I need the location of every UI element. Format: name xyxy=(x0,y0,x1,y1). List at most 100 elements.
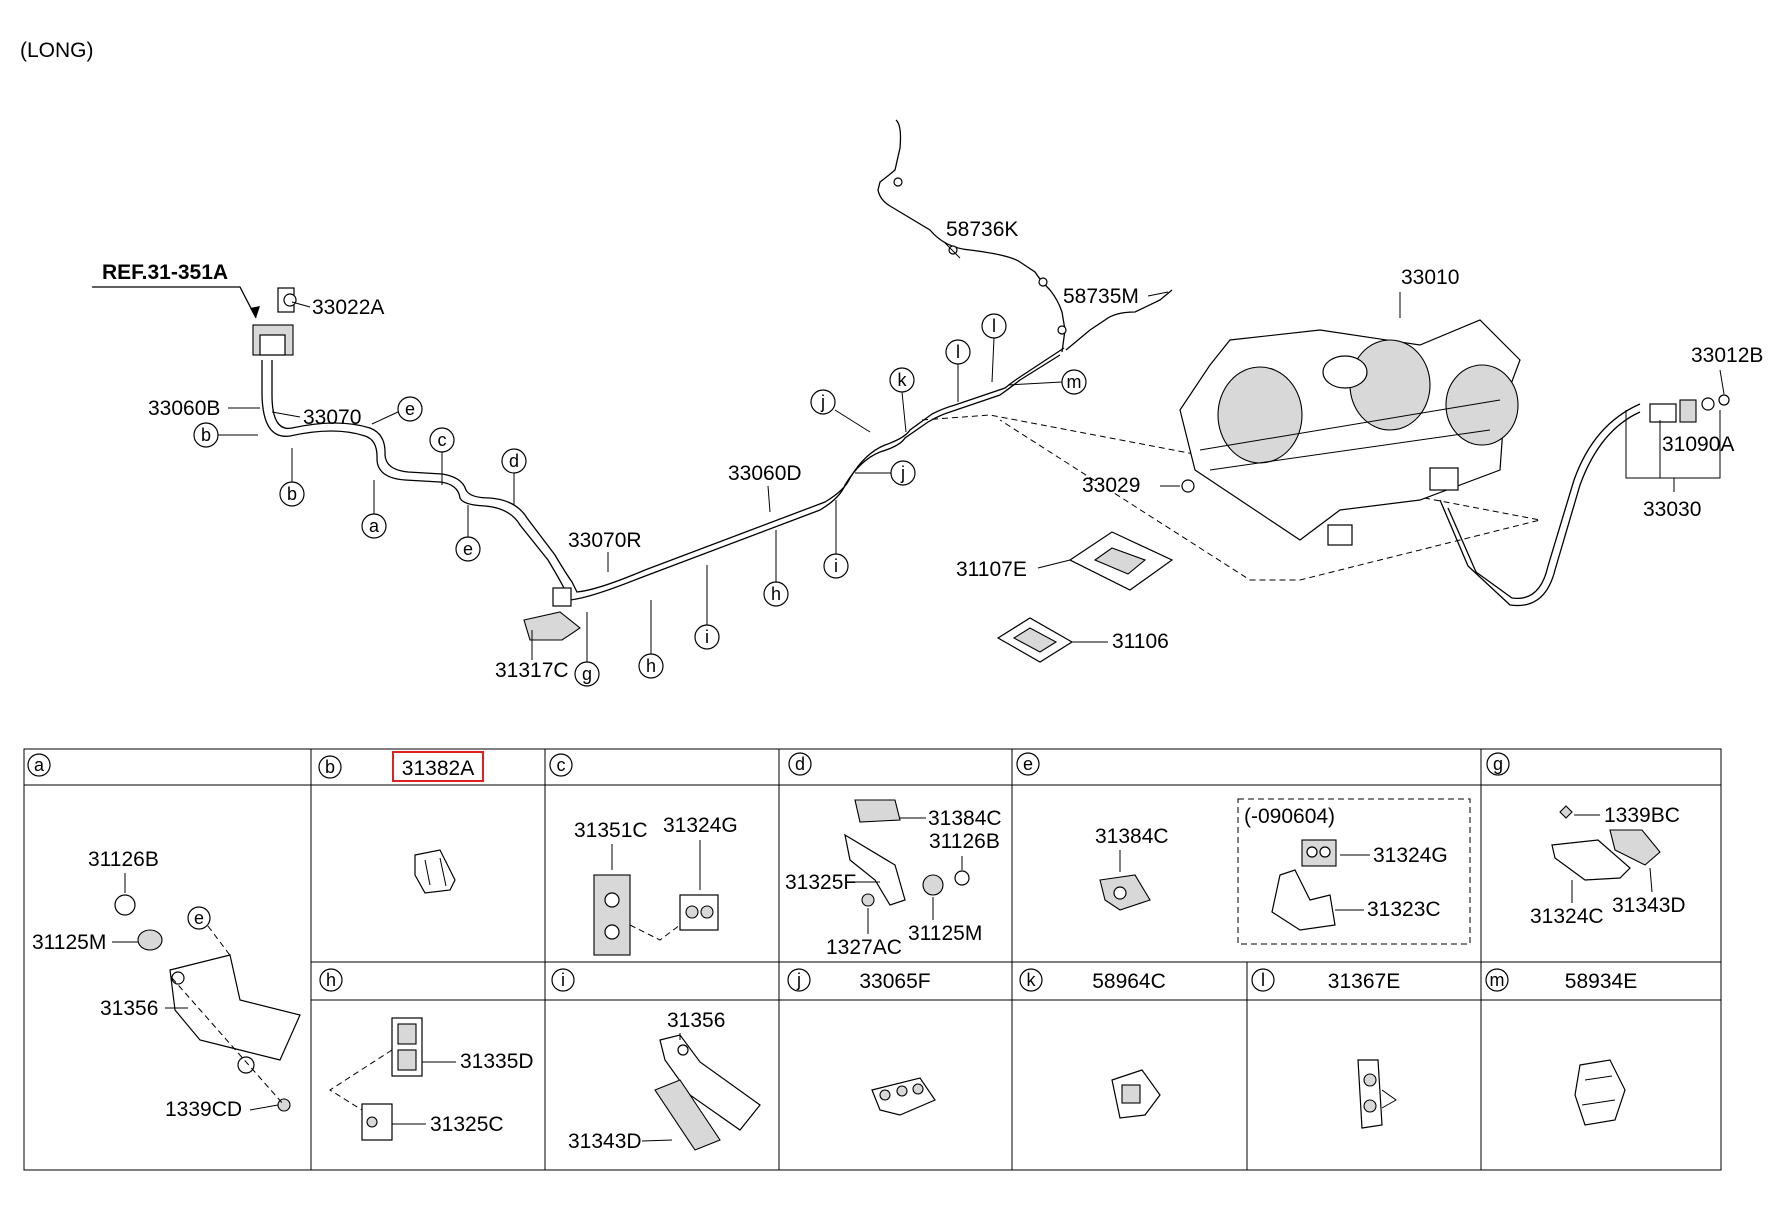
a-part-31126B: 31126B xyxy=(88,848,159,871)
cell-i xyxy=(654,1034,761,1151)
e-part-31323C: 31323C xyxy=(1367,898,1441,921)
callout-l-2: l xyxy=(992,316,996,336)
label-58736K: 58736K xyxy=(946,218,1018,241)
label-33010: 33010 xyxy=(1401,266,1459,289)
header-j: j xyxy=(796,970,801,990)
header-e: e xyxy=(1023,754,1033,774)
callout-j-2: j xyxy=(900,463,905,483)
i-part-31356: 31356 xyxy=(667,1009,725,1032)
d-part-31126B: 31126B xyxy=(929,830,1000,853)
d-part-1327AC: 1327AC xyxy=(826,936,902,959)
callout-g: g xyxy=(582,664,592,684)
title-k: 58964C xyxy=(1092,970,1166,993)
label-31106: 31106 xyxy=(1112,630,1169,653)
callout-i-2: i xyxy=(834,556,838,576)
g-part-31343D: 31343D xyxy=(1612,894,1686,917)
label-33060B: 33060B xyxy=(148,397,220,420)
fuel-line-rear xyxy=(261,347,1065,601)
cell-l-clip xyxy=(1357,1059,1397,1129)
highlight-box xyxy=(392,751,484,782)
table-headers: a b c d e g h i j k l m xyxy=(27,752,1510,992)
g-part-31324C: 31324C xyxy=(1530,905,1604,928)
header-c: c xyxy=(557,755,566,775)
header-g: g xyxy=(1493,754,1503,774)
plate-31107E xyxy=(1068,531,1174,591)
variant-label: (LONG) xyxy=(20,39,94,62)
callout-k: k xyxy=(898,370,908,390)
label-58735M: 58735M xyxy=(1063,285,1139,308)
h-part-31335D: 31335D xyxy=(460,1050,534,1073)
callout-l: l xyxy=(956,342,960,362)
e-part-31384C: 31384C xyxy=(1095,825,1169,848)
e-group-label: (-090604) xyxy=(1244,805,1335,828)
fuel-tank-assembly xyxy=(1179,319,1521,546)
header-b: b xyxy=(325,757,335,777)
a-part-31356: 31356 xyxy=(100,997,158,1020)
header-l: l xyxy=(1261,970,1265,990)
c-part-31324G: 31324G xyxy=(663,814,738,837)
ref-label: REF.31-351A xyxy=(102,261,228,284)
label-33070R: 33070R xyxy=(568,529,642,552)
callout-b-2: b xyxy=(287,484,297,504)
callout-j: j xyxy=(820,392,825,412)
label-33022A: 33022A xyxy=(312,296,384,319)
ref-leader xyxy=(92,286,257,319)
header-i: i xyxy=(561,970,565,990)
parts-table xyxy=(23,748,1722,1171)
ref-arrow xyxy=(250,306,260,318)
cell-c xyxy=(593,874,719,956)
label-31317C: 31317C xyxy=(495,659,569,682)
title-m: 58934E xyxy=(1565,970,1637,993)
cell-k-clip xyxy=(1111,1069,1161,1119)
bracket-31317C xyxy=(523,587,581,641)
cell-b-clip xyxy=(414,849,456,894)
label-33030: 33030 xyxy=(1643,498,1701,521)
callout-h: h xyxy=(646,656,656,676)
cell-j-clip xyxy=(871,1077,936,1116)
label-33012B: 33012B xyxy=(1691,344,1763,367)
outlet-hose xyxy=(1439,411,1641,607)
callouts: b b e e a c d g h h i i j j k xyxy=(193,313,1087,687)
a-ref-e: e xyxy=(194,908,204,928)
pump-assembly xyxy=(252,287,297,395)
cell-d xyxy=(844,799,970,907)
callout-c: c xyxy=(438,430,447,450)
callout-d: d xyxy=(509,451,519,471)
cell-a xyxy=(114,894,301,1112)
label-33070: 33070 xyxy=(303,406,361,429)
callout-h-2: h xyxy=(771,584,781,604)
grommet-33029 xyxy=(1181,479,1195,493)
title-j: 33065F xyxy=(859,970,930,993)
plate-31106 xyxy=(996,617,1074,663)
label-33029: 33029 xyxy=(1082,474,1140,497)
cell-h xyxy=(329,1017,423,1141)
callout-e-2: e xyxy=(463,539,473,559)
h-part-31325C: 31325C xyxy=(430,1113,504,1136)
filler-parts xyxy=(1649,394,1730,423)
callout-b: b xyxy=(201,425,211,445)
cell-m-clip xyxy=(1574,1059,1626,1126)
header-d: d xyxy=(795,754,805,774)
i-part-31343D: 31343D xyxy=(568,1130,642,1153)
callout-e: e xyxy=(405,399,415,419)
a-part-1339CD: 1339CD xyxy=(165,1098,242,1121)
g-part-1339BC: 1339BC xyxy=(1604,804,1680,827)
d-part-31125M: 31125M xyxy=(908,922,982,945)
label-33060D: 33060D xyxy=(728,462,802,485)
a-part-31125M: 31125M xyxy=(32,931,106,954)
connection-path xyxy=(921,414,1541,581)
cell-g xyxy=(1551,805,1661,881)
header-k: k xyxy=(1027,970,1037,990)
vent-line xyxy=(877,119,1173,353)
callout-a: a xyxy=(369,516,380,536)
callout-m: m xyxy=(1067,372,1082,392)
d-part-31384C: 31384C xyxy=(928,807,1002,830)
title-b: 31382A xyxy=(402,757,474,780)
header-m: m xyxy=(1490,970,1505,990)
label-31090A: 31090A xyxy=(1662,433,1734,456)
e-part-31324G: 31324G xyxy=(1373,844,1448,867)
header-a: a xyxy=(34,755,45,775)
d-part-31325F: 31325F xyxy=(785,871,856,894)
callout-i: i xyxy=(705,627,709,647)
